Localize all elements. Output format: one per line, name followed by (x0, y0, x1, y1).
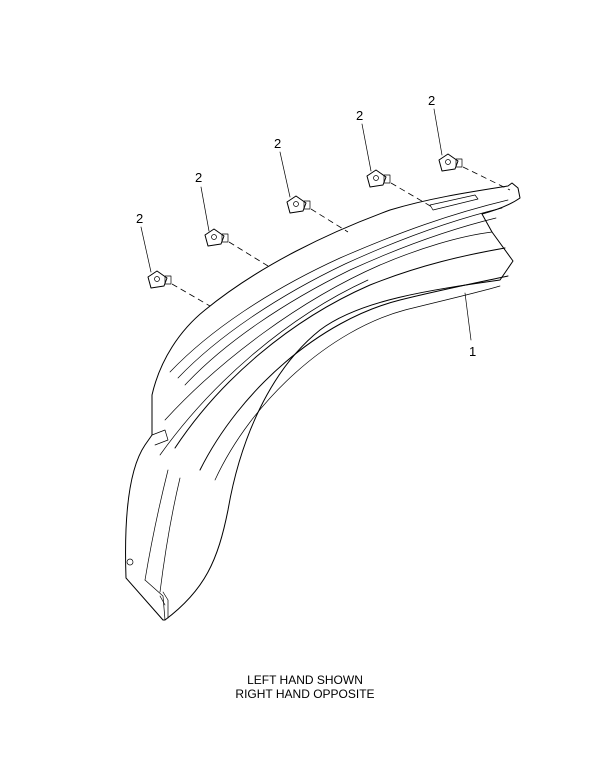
fastener-1 (147, 270, 172, 289)
caption-line-2: RIGHT HAND OPPOSITE (235, 687, 375, 701)
assembly-lines (171, 166, 511, 307)
callout-fastener-5: 2 (428, 93, 435, 108)
fastener-5 (438, 153, 463, 172)
callout-fastener-3: 2 (274, 136, 281, 151)
callout-fastener-4: 2 (356, 108, 363, 123)
callout-fastener-1: 2 (136, 211, 143, 226)
callout-fender: 1 (469, 344, 476, 359)
caption-line-1: LEFT HAND SHOWN (247, 673, 363, 687)
callout-fastener-2: 2 (195, 170, 202, 185)
fastener-2 (204, 228, 229, 247)
fastener-3 (286, 195, 311, 214)
leader-lines (140, 108, 472, 341)
fastener-4 (366, 169, 391, 188)
fender-part (125, 182, 521, 621)
